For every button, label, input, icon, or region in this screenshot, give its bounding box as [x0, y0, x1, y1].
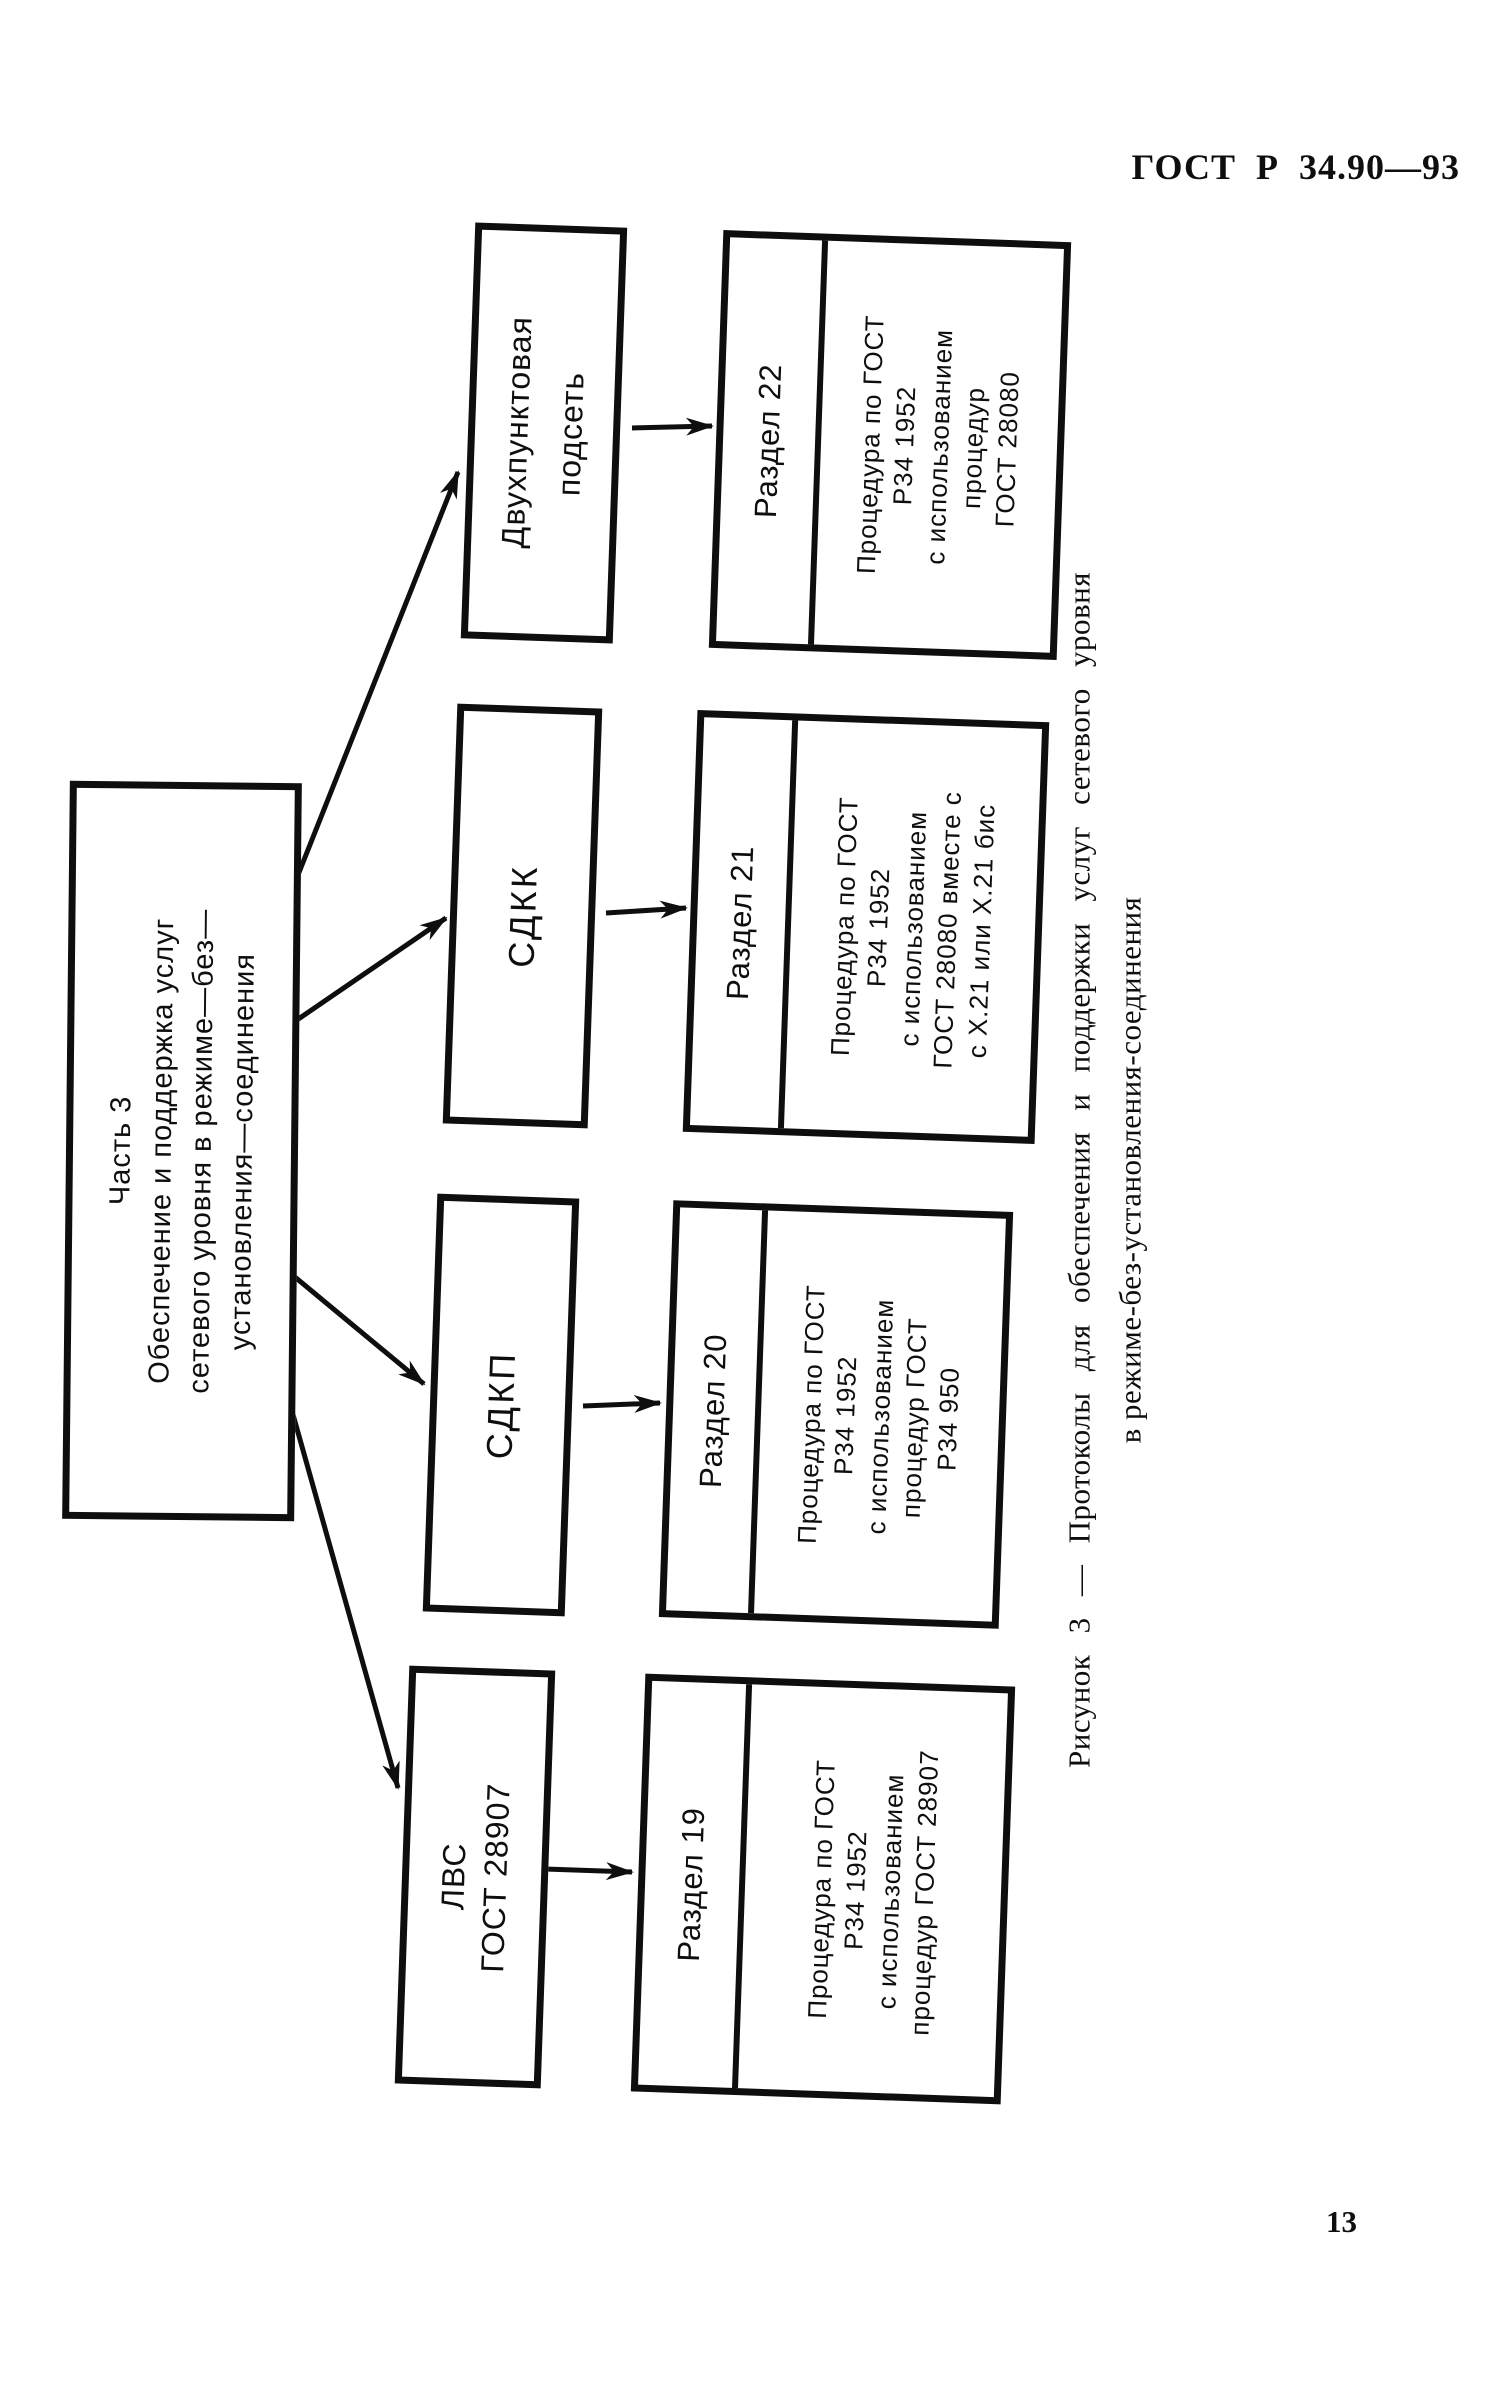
page-number: 13 — [1326, 2204, 1357, 2239]
connector-source-to-lvs — [278, 1371, 401, 1790]
section-box-19-number: Раздел 19 — [670, 1806, 712, 1963]
section-box-20-procedure: Процедура по ГОСТ Р34 1952 с использован… — [791, 1283, 966, 1544]
section-box-19-number-cell: Раздел 19 — [638, 1680, 753, 2089]
section-box-19: Раздел 19 Процедура по ГОСТ Р34 1952 с и… — [630, 1673, 1016, 2105]
section-box-21-number: Раздел 21 — [719, 844, 761, 1001]
section-box-22-number: Раздел 22 — [747, 362, 789, 519]
connector-sdkp-to-sec20 — [582, 1395, 662, 1414]
connector-source-to-subnet — [293, 470, 461, 881]
protocol-box-lvs-label: ЛВС ГОСТ 28907 — [434, 1782, 517, 1974]
protocol-box-subnet-label: Двухпунктовая подсеть — [494, 315, 592, 549]
section-box-21-procedure-cell: Процедура по ГОСТ Р34 1952 с использован… — [784, 721, 1042, 1137]
connector-source-to-sdkk — [292, 915, 448, 1025]
section-box-19-procedure: Процедура по ГОСТ Р34 1952 с использован… — [801, 1748, 945, 2037]
protocol-box-sdkp-label: СДКП — [478, 1350, 524, 1460]
section-box-20-number-cell: Раздел 20 — [666, 1207, 769, 1614]
section-box-19-procedure-cell: Процедура по ГОСТ Р34 1952 с использован… — [738, 1684, 1008, 2097]
standard-number: ГОСТ Р 34.90—93 — [1131, 147, 1460, 187]
section-box-22-procedure: Процедура по ГОСТ Р34 1952 с использован… — [850, 314, 1026, 575]
section-box-22-number-cell: Раздел 22 — [716, 237, 829, 645]
protocol-box-lvs: ЛВС ГОСТ 28907 — [394, 1665, 556, 2089]
protocol-box-subnet: Двухпунктовая подсеть — [460, 222, 628, 644]
protocol-box-sdkk: СДКК — [442, 703, 603, 1129]
figure-caption-line-2: в режиме-без-установления-соединения — [1112, 896, 1148, 1444]
protocol-box-sdkk-label: СДКК — [499, 863, 545, 969]
section-box-20-procedure-cell: Процедура по ГОСТ Р34 1952 с использован… — [754, 1211, 1006, 1622]
section-box-21-procedure: Процедура по ГОСТ Р34 1952 с использован… — [824, 790, 1001, 1070]
section-box-22-procedure-cell: Процедура по ГОСТ Р34 1952 с использован… — [814, 241, 1064, 653]
section-box-20: Раздел 20 Процедура по ГОСТ Р34 1952 с и… — [658, 1200, 1014, 1629]
connector-subnet-to-sec22 — [631, 417, 714, 436]
section-box-20-number: Раздел 20 — [692, 1332, 734, 1489]
figure-caption-line-1: Рисунок 3 — Протоколы для обеспечения и … — [1061, 572, 1097, 1769]
connector-lvs-to-sec19 — [544, 1862, 634, 1881]
part3-source-box-label: Часть 3 Обеспечение и поддержка услуг се… — [104, 908, 261, 1394]
connector-sdkk-to-sec21 — [605, 900, 688, 919]
section-box-22: Раздел 22 Процедура по ГОСТ Р34 1952 с и… — [708, 230, 1072, 660]
figure-caption: Рисунок 3 — Протоколы для обеспечения и … — [1040, 440, 1170, 1900]
connector-source-to-sdkp — [282, 1266, 426, 1386]
section-box-21-number-cell: Раздел 21 — [689, 717, 799, 1129]
section-box-21: Раздел 21 Процедура по ГОСТ Р34 1952 с и… — [682, 709, 1050, 1145]
part3-source-box: Часть 3 Обеспечение и поддержка услуг се… — [62, 780, 302, 1522]
protocol-box-sdkp: СДКП — [422, 1193, 580, 1617]
